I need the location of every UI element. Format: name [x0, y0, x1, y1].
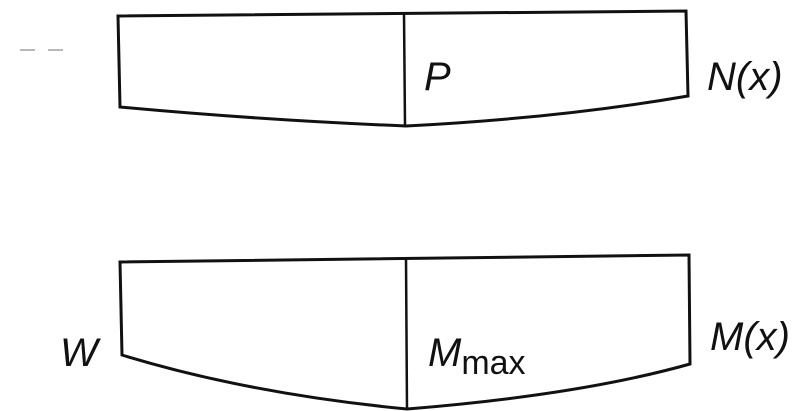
axial-force-divider: [402, 13, 407, 127]
axial-force-outline: [116, 9, 690, 128]
bending-moment-panel: W Mmax M(x): [60, 253, 790, 411]
bending-moment-function-label: M(x): [710, 315, 790, 359]
point-load-label: P: [424, 55, 451, 99]
distributed-load-label: W: [60, 331, 101, 375]
max-moment-label: Mmax: [428, 331, 526, 382]
axial-force-panel: P N(x): [116, 9, 783, 128]
axial-force-function-label: N(x): [707, 55, 783, 99]
bending-moment-divider: [404, 258, 409, 410]
